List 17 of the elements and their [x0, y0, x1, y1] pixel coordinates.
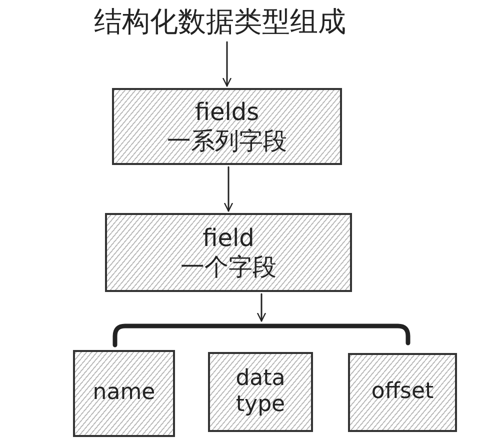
process-box [105, 213, 352, 292]
box-label: field [202, 224, 254, 252]
process-box [112, 88, 342, 165]
box-label: fields [194, 98, 260, 126]
arrow [256, 293, 266, 322]
box-label: name [92, 380, 156, 407]
box-label: offset [371, 379, 434, 406]
curly-brace [112, 323, 411, 348]
box-label: data type [234, 366, 286, 418]
process-box [73, 350, 175, 437]
arrow [222, 41, 232, 87]
process-box [348, 353, 457, 432]
title-text: 结构化数据类型组成 [94, 5, 346, 39]
box-label: 一个字段 [180, 252, 276, 282]
arrow [224, 166, 234, 212]
box-label: 一系列字段 [167, 126, 287, 156]
process-box [208, 352, 313, 432]
